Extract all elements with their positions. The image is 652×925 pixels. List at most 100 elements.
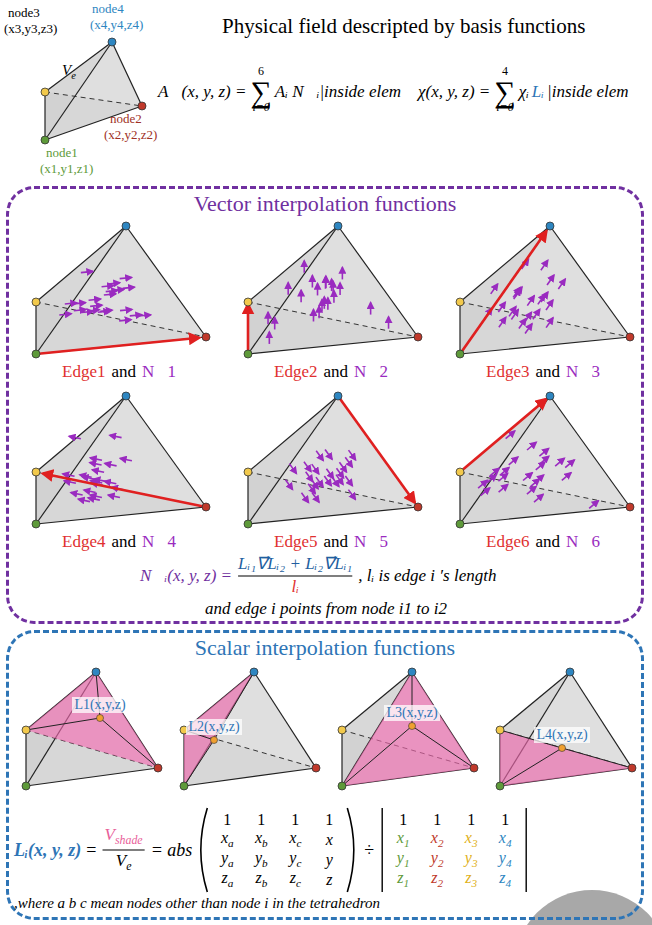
inner-edge — [412, 726, 474, 768]
formula-text: 4 — [502, 65, 508, 79]
fraction-bar — [103, 849, 145, 850]
node-dot — [626, 503, 634, 511]
tetra-edge — [248, 396, 338, 472]
field-arrow — [90, 305, 102, 306]
matrix-entry: 1 — [399, 811, 407, 829]
tetra-edge — [36, 226, 126, 302]
field-arrow — [100, 310, 112, 311]
matrix-entry: z3 — [465, 869, 477, 890]
field-arrow — [59, 314, 71, 315]
tetra-edge — [247, 302, 248, 354]
shaded-face — [26, 672, 158, 768]
field-arrow — [324, 297, 326, 309]
node-dot — [626, 333, 634, 341]
edge-arrow — [247, 304, 250, 354]
node-dot — [456, 350, 464, 358]
tetra-face — [248, 472, 418, 524]
field-arrow — [308, 484, 315, 494]
tetra-edge — [341, 730, 342, 786]
tetra-face — [460, 396, 630, 524]
formula-text: Lᵢ₁∇⃗Lᵢ₂ + Lᵢ₂∇⃗Lᵢ₁ — [238, 554, 352, 574]
edge-arrow — [460, 399, 546, 472]
parenthesis — [201, 808, 208, 892]
field-arrow — [90, 458, 102, 460]
matrix-entry: 1 — [257, 811, 265, 829]
hidden-edge — [460, 472, 630, 507]
inner-edge — [100, 718, 158, 768]
node-dot — [470, 764, 478, 772]
matrix-entry: z4 — [499, 869, 511, 890]
edge-label: N⃗3 — [566, 362, 600, 382]
matrix-entry: 1 — [433, 811, 441, 829]
field-arrow — [102, 286, 114, 287]
tetra-edge — [254, 672, 316, 768]
edge-label: and — [111, 532, 136, 552]
hidden-edge — [36, 302, 206, 337]
field-arrow — [509, 307, 516, 317]
field-arrow — [491, 284, 498, 294]
determinant-bar — [526, 808, 527, 892]
matrix-entry: y — [326, 851, 333, 869]
edge-label: and — [535, 532, 560, 552]
tetra-edge — [500, 672, 570, 730]
tetra-edge — [248, 226, 338, 302]
field-arrow — [558, 279, 565, 289]
field-arrow — [525, 312, 532, 322]
field-arrow — [325, 276, 327, 288]
tetra-face — [460, 302, 630, 354]
parenthesis — [347, 808, 354, 892]
field-arrow — [339, 462, 346, 472]
field-arrow — [540, 456, 549, 464]
formula-text: and edge i points from node i1 to i2 — [205, 599, 447, 619]
field-arrow — [339, 283, 341, 295]
field-arrow — [120, 277, 132, 278]
field-arrow — [81, 311, 93, 312]
tetra-edge — [184, 768, 316, 786]
field-arrow — [534, 494, 543, 502]
node-dot — [108, 38, 116, 46]
field-arrow — [317, 283, 319, 295]
node-label: (x4,y4,z4) — [90, 18, 143, 33]
field-arrow — [345, 457, 352, 467]
tetra-edge — [36, 226, 126, 354]
edge-label: N⃗6 — [566, 532, 600, 552]
node-dot — [496, 726, 504, 734]
field-arrow — [555, 458, 564, 466]
node-dot — [628, 764, 636, 772]
edge-label: N⃗5 — [354, 532, 388, 552]
formula-text: Vshade — [105, 825, 143, 848]
field-arrow — [519, 319, 526, 329]
formula-text: i=0 — [496, 101, 513, 115]
inner-point — [97, 715, 104, 722]
formula-text: ÷ — [364, 840, 374, 861]
field-arrow — [481, 488, 490, 496]
tetra-edge — [460, 226, 550, 354]
tetra-edge — [36, 507, 206, 524]
formula-text: lᵢ — [291, 577, 298, 597]
field-arrow — [562, 473, 571, 481]
edge-arrow — [460, 231, 546, 354]
matrix-entry: z — [326, 871, 332, 889]
field-arrow — [269, 332, 271, 344]
field-arrow — [499, 484, 508, 492]
edge-label: and — [111, 362, 136, 382]
field-arrow — [300, 290, 302, 302]
tetra-edge — [25, 730, 26, 786]
field-arrow — [94, 479, 106, 481]
field-arrow — [112, 289, 124, 290]
node-dot — [32, 520, 40, 528]
matrix-entry: zb — [255, 869, 267, 890]
node-dot — [338, 782, 346, 790]
matrix-entry: y1 — [397, 849, 410, 870]
tetra-edge — [459, 302, 460, 354]
field-arrow — [306, 472, 313, 482]
tetra-edge — [460, 396, 550, 472]
field-arrow — [547, 275, 554, 285]
tetra-face — [342, 672, 474, 786]
node-label: node2 — [110, 112, 142, 127]
field-arrow — [316, 477, 323, 487]
tetra-edge — [247, 472, 248, 524]
inner-point — [211, 737, 218, 744]
field-arrow — [527, 296, 534, 306]
